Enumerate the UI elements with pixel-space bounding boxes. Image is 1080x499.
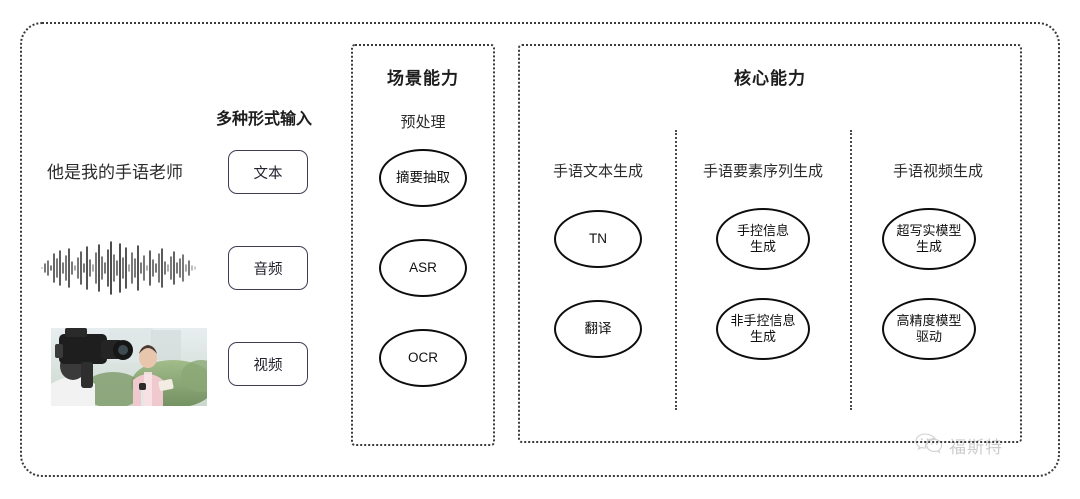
core-column-divider-2 — [850, 130, 852, 410]
input-modality-video-label: 视频 — [253, 357, 283, 374]
core-node-tn[interactable]: TN — [554, 210, 642, 268]
wechat-icon — [915, 432, 943, 459]
core-node-manual-info[interactable]: 手控信息 生成 — [716, 208, 810, 270]
scene-panel-title: 场景能力 — [387, 69, 459, 88]
watermark: 福斯特 — [915, 432, 1003, 459]
core-node-highprecision-driving[interactable]: 高精度模型 驱动 — [882, 298, 976, 360]
core-node-translation[interactable]: 翻译 — [554, 300, 642, 358]
core-node-nonmanual-info[interactable]: 非手控信息 生成 — [716, 298, 810, 360]
waveform-icon — [40, 239, 200, 297]
core-capability-panel: 核心能力 手语文本生成 TN 翻译 手语要素序列生成 手控信息 生成 非手控信息… — [518, 44, 1022, 443]
core-column-label-video-generation: 手语视频生成 — [892, 163, 983, 180]
scene-node-ocr[interactable]: OCR — [379, 329, 467, 387]
input-modality-text-label: 文本 — [253, 165, 283, 182]
scene-group-label-preprocess: 预处理 — [400, 114, 446, 131]
input-modality-audio[interactable]: 音频 — [228, 246, 308, 290]
core-column-divider-1 — [675, 130, 677, 410]
core-panel-title: 核心能力 — [734, 69, 806, 88]
core-column-label-element-sequence: 手语要素序列生成 — [702, 163, 823, 180]
input-section-heading: 多种形式输入 — [216, 111, 313, 128]
input-modality-text[interactable]: 文本 — [228, 150, 308, 194]
scene-node-summary[interactable]: 摘要抽取 — [379, 149, 467, 207]
sample-input-text: 他是我的手语老师 — [47, 163, 183, 182]
core-column-label-text-generation: 手语文本生成 — [552, 163, 643, 180]
input-modality-audio-label: 音频 — [253, 261, 283, 278]
outer-frame — [20, 22, 1060, 477]
watermark-text: 福斯特 — [949, 438, 1003, 457]
video-thumbnail-icon — [51, 328, 207, 406]
input-modality-video[interactable]: 视频 — [228, 342, 308, 386]
scene-node-asr[interactable]: ASR — [379, 239, 467, 297]
scene-capability-panel: 场景能力 预处理 摘要抽取 ASR OCR — [351, 44, 495, 446]
core-node-photoreal-model[interactable]: 超写实模型 生成 — [882, 208, 976, 270]
